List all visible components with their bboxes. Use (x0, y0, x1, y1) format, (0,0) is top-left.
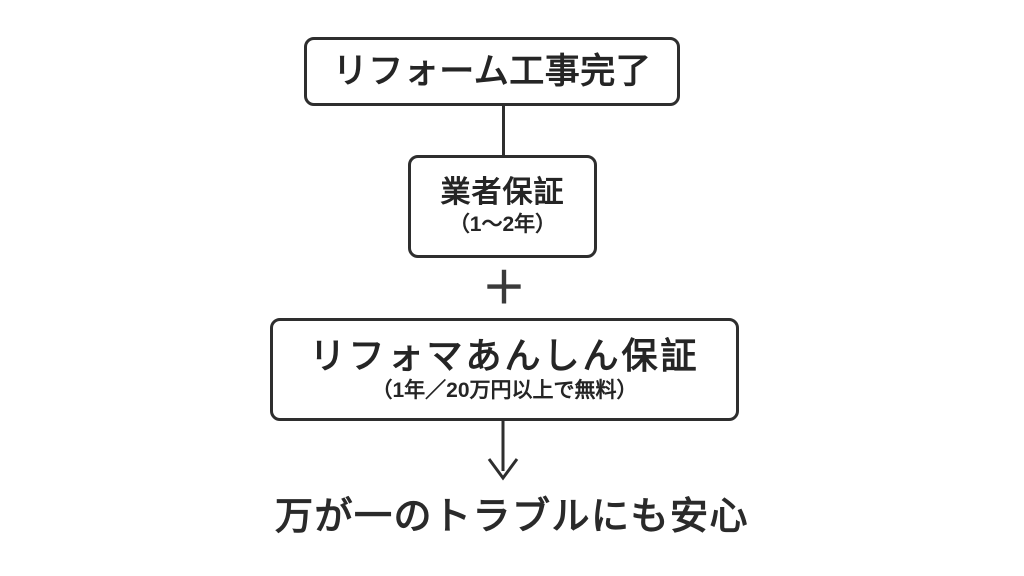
node-renovation-complete-title: リフォーム工事完了 (332, 51, 652, 91)
node-contractor-warranty: 業者保証 （1〜2年） (408, 155, 597, 258)
node-contractor-warranty-title: 業者保証 (440, 175, 565, 209)
connector-line-complete-to-contractor (502, 104, 505, 157)
node-reforma-anshin-warranty-title: リフォマあんしん保証 (309, 335, 700, 377)
node-contractor-warranty-subtitle: （1〜2年） (448, 213, 557, 237)
arrow-down-icon (487, 419, 519, 481)
node-renovation-complete: リフォーム工事完了 (304, 37, 680, 106)
node-reforma-anshin-warranty: リフォマあんしん保証 （1年／20万円以上で無料） (270, 318, 739, 421)
outcome-statement: 万が一のトラブルにも安心 (274, 496, 749, 538)
node-reforma-anshin-warranty-subtitle: （1年／20万円以上で無料） (371, 378, 638, 402)
plus-operator-icon: ＋ (482, 264, 526, 313)
